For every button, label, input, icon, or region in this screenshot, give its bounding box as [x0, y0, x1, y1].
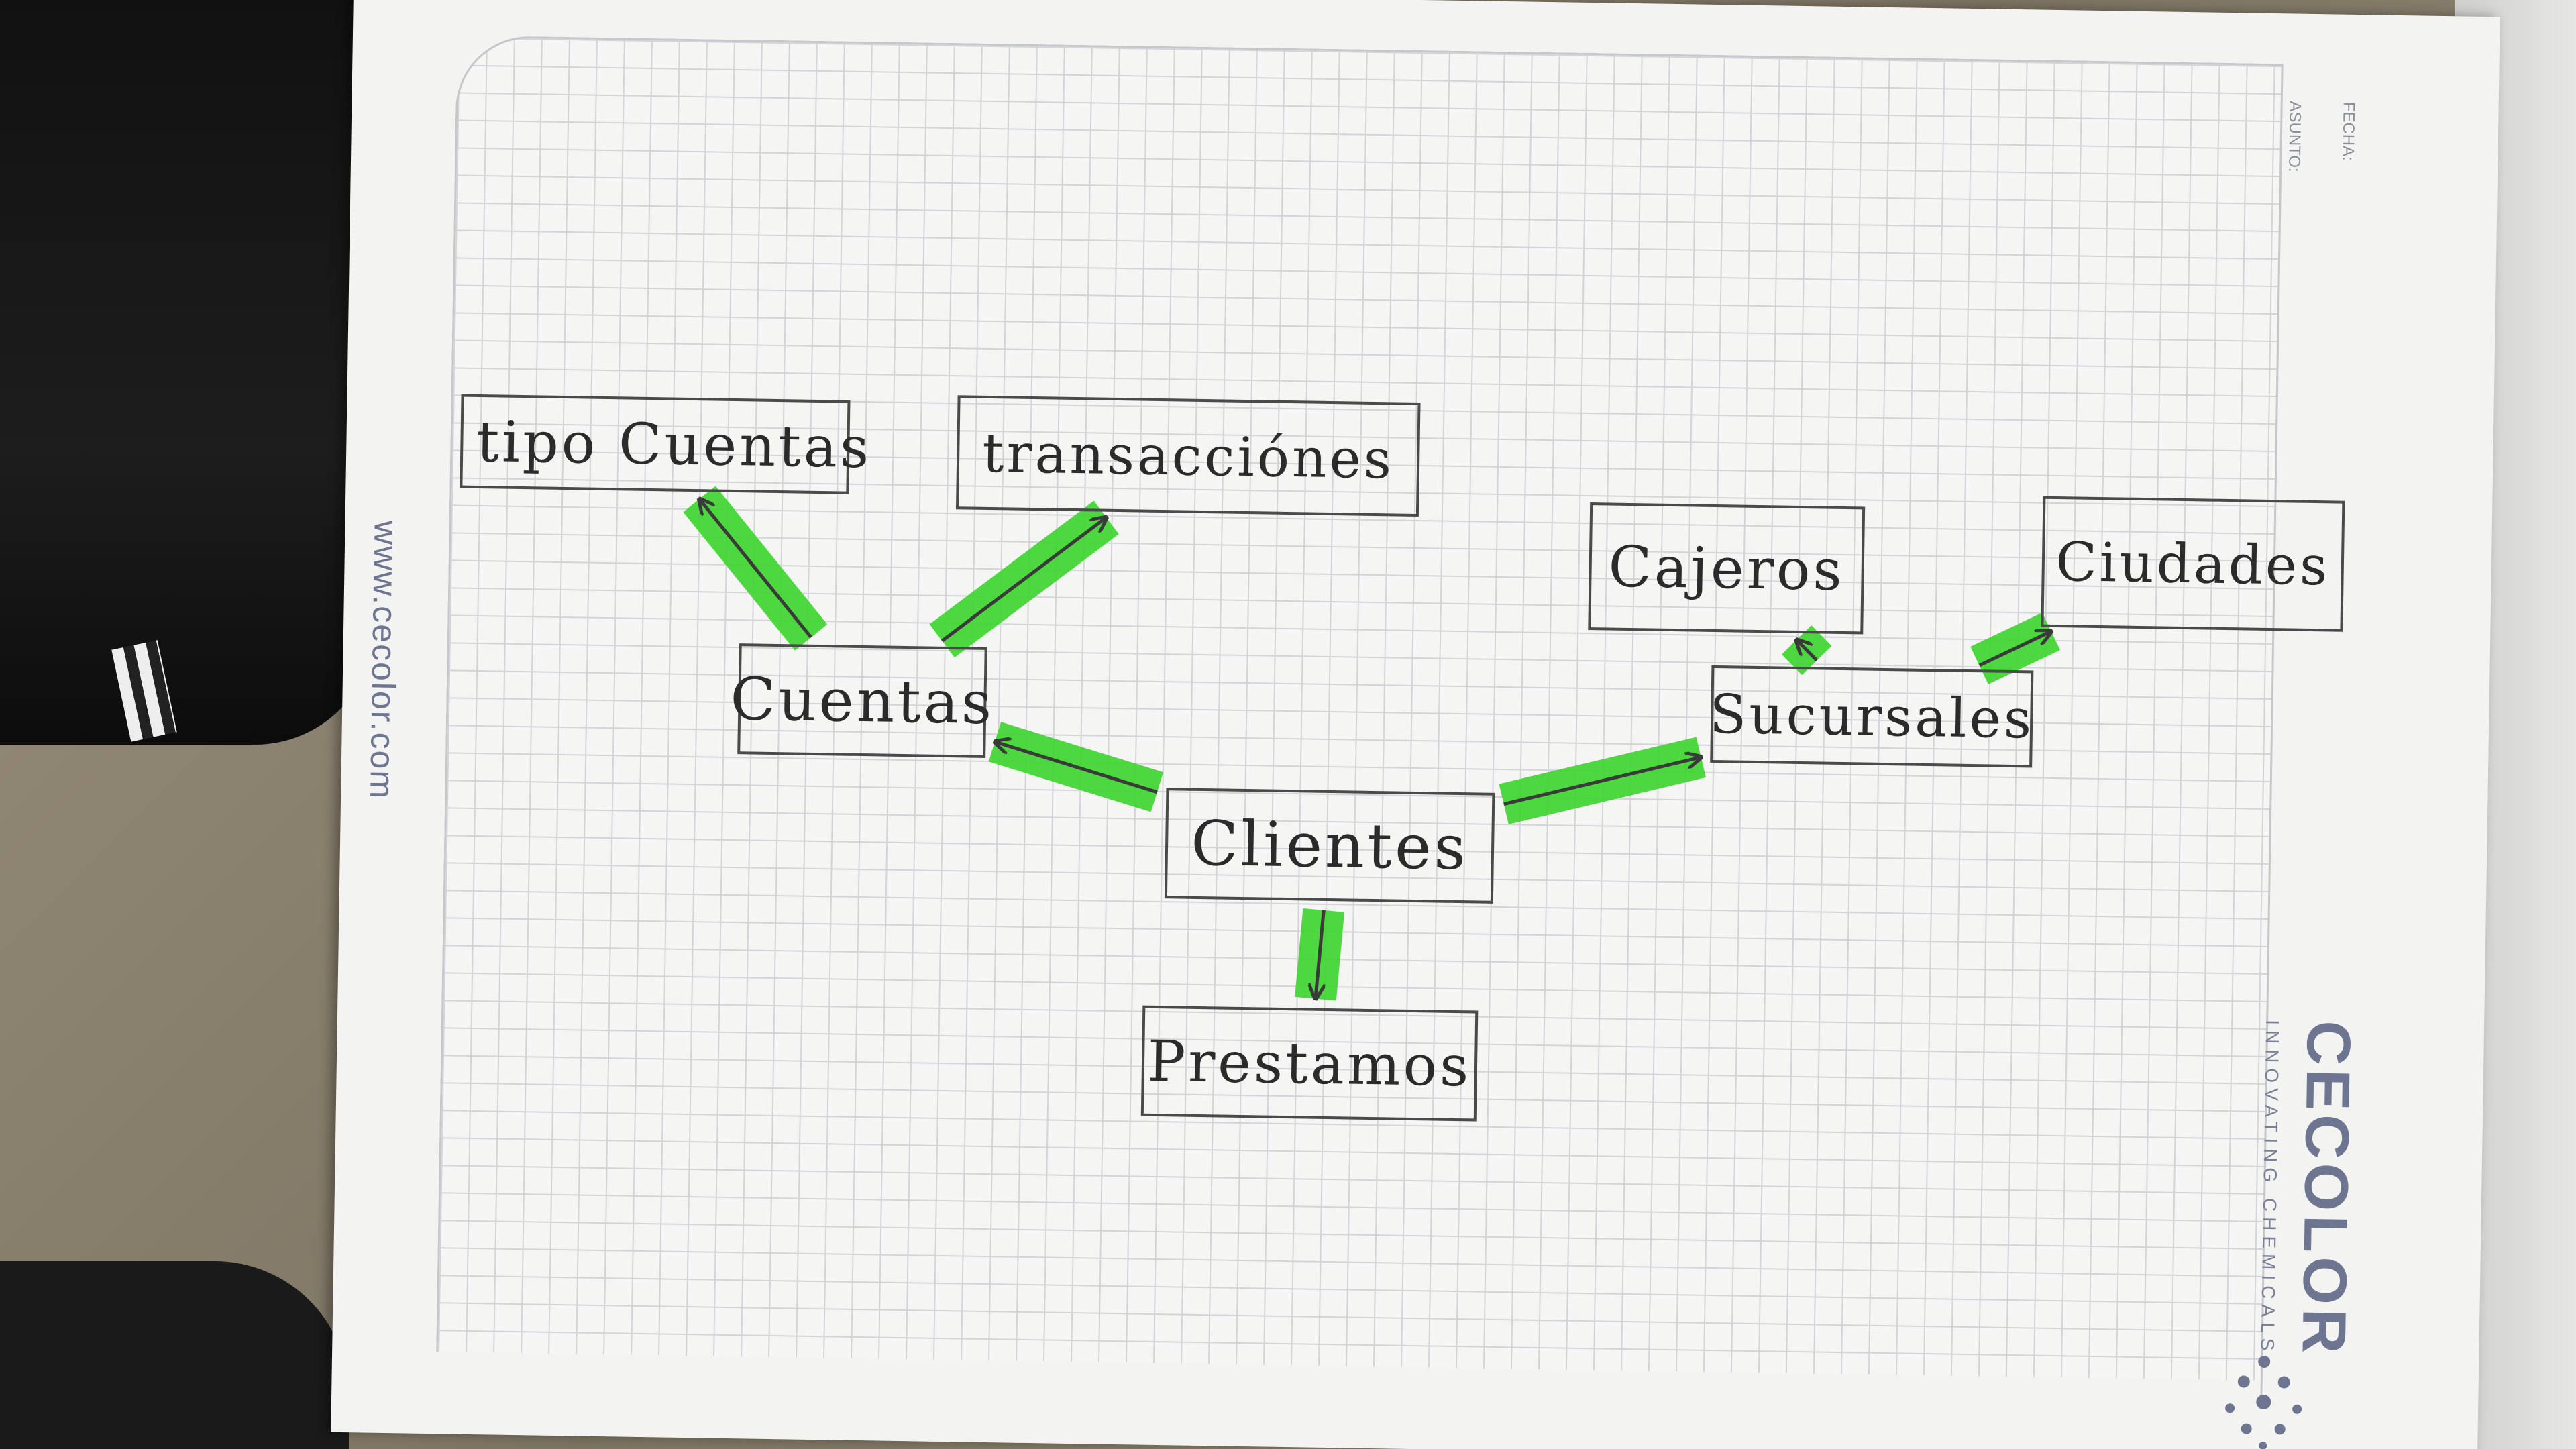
asunto-label: ASUNTO: — [2285, 101, 2304, 172]
notebook-page: www.cecolor.com FECHA: ASUNTO: CECOLOR I… — [331, 0, 2500, 1449]
entity-cajeros: Cajeros — [1588, 502, 1866, 635]
entity-sucursales: Sucursales — [1709, 665, 2035, 768]
entity-tipo-cuentas: tipo Cuentas — [460, 394, 872, 494]
entity-transacciones: transacciónes — [955, 395, 1421, 517]
shoe — [0, 1261, 349, 1449]
brand-logo-text: CECOLOR — [2289, 1020, 2363, 1358]
website-url: www.cecolor.com — [363, 520, 405, 800]
entity-prestamos: Prestamos — [1140, 1005, 1479, 1122]
brand-dots-icon — [2225, 1355, 2302, 1449]
entity-cuentas: Cuentas — [730, 643, 995, 758]
dark-jacket — [0, 0, 376, 745]
entity-ciudades: Ciudades — [2041, 496, 2345, 632]
entity-clientes: Clientes — [1164, 788, 1495, 904]
fecha-label: FECHA: — [2339, 101, 2358, 161]
